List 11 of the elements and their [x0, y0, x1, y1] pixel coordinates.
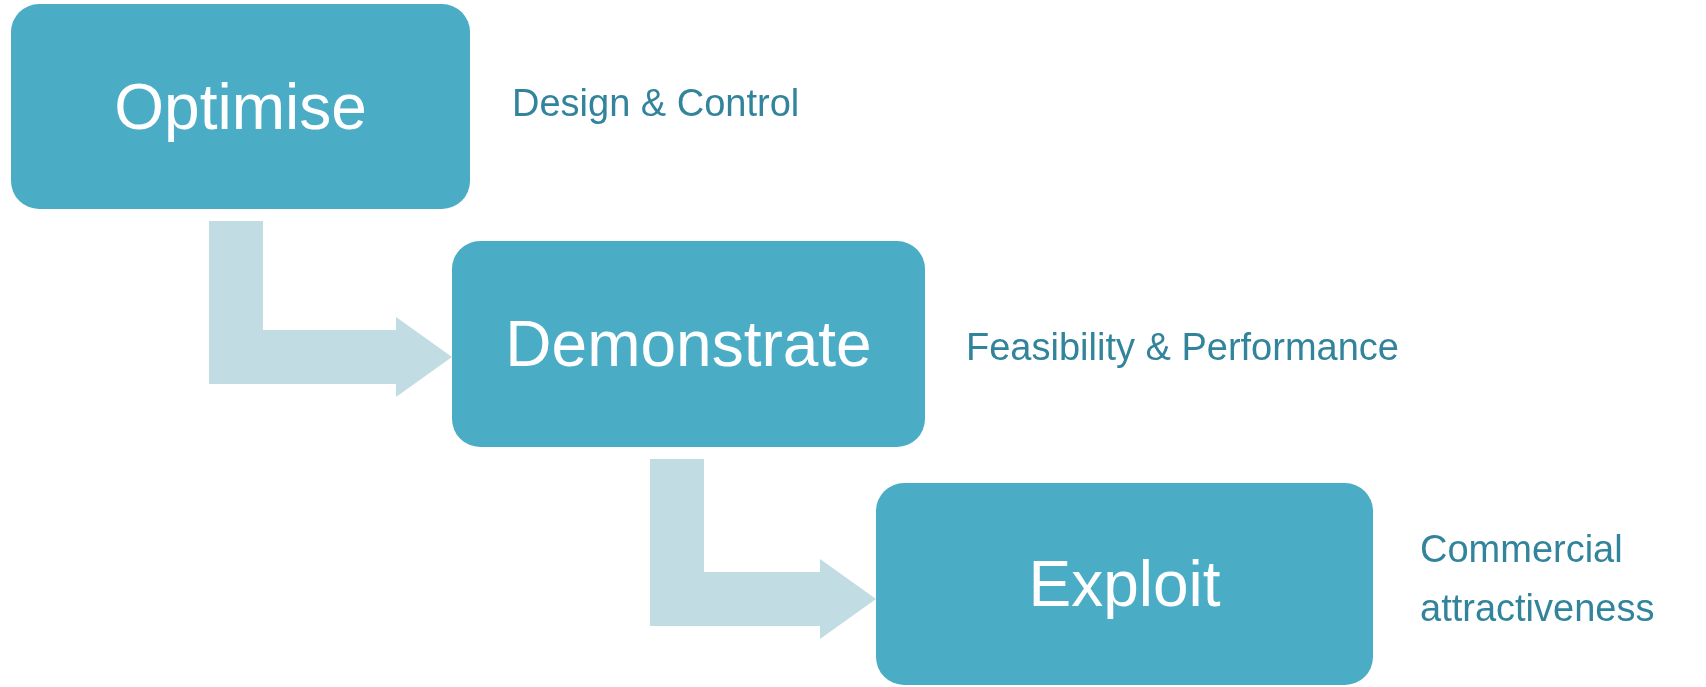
- process-box: [876, 483, 1373, 685]
- step-description: Design & Control: [512, 81, 801, 126]
- step-description: Commercial attractiveness: [1420, 527, 1656, 631]
- step-title: Exploit: [1028, 547, 1221, 622]
- step-description: Feasibility & Performance: [966, 325, 1400, 370]
- elbow-arrow: [650, 459, 876, 639]
- elbow-arrow: [209, 221, 452, 397]
- process-box: [11, 4, 470, 209]
- process-box: [452, 241, 925, 447]
- step-title: Demonstrate: [505, 307, 872, 382]
- step-title: Optimise: [114, 69, 367, 145]
